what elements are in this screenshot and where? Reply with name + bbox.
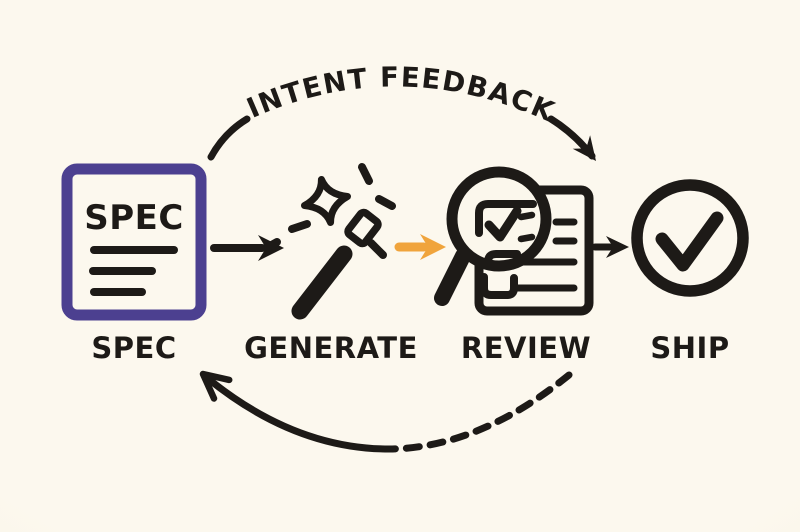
spec-doc-title: SPEC	[84, 198, 184, 238]
magnifier-checklist-icon	[434, 166, 594, 316]
return-arrowhead-icon	[199, 370, 233, 402]
lens-checkbox-corner	[475, 200, 537, 237]
lens-checkbox-bottom	[480, 273, 518, 299]
lens-backdrop	[452, 172, 546, 266]
sparkle-dash	[367, 239, 387, 259]
stage-label-ship: SHIP	[650, 331, 729, 365]
lens-dash	[517, 233, 536, 243]
wand-tip	[344, 208, 382, 248]
arrowhead-icon	[606, 236, 629, 258]
magnifier-handle	[434, 248, 471, 306]
return-feedback-arrow	[199, 370, 573, 453]
lens-dash	[517, 211, 536, 221]
sparkle-dash	[264, 238, 281, 251]
check-circle-icon	[631, 179, 749, 297]
feedback-arc-start-stroke	[207, 115, 251, 161]
arrow-generate-to-review	[394, 234, 446, 260]
ship-circle	[631, 179, 749, 297]
intent-feedback-label: INTENT FEEDBACK	[242, 61, 560, 128]
feedback-arc-arrowhead-icon	[572, 135, 596, 161]
stage-label-review: REVIEW	[461, 331, 591, 365]
ship-check-icon	[655, 211, 724, 272]
stage-label-spec: SPEC	[91, 331, 176, 365]
wand-handle	[291, 245, 353, 320]
sparkle-dash	[288, 220, 311, 233]
stage-label-generate: GENERATE	[244, 331, 418, 365]
return-arrow-dashed-segment	[388, 371, 573, 453]
sparkle-dash	[375, 195, 396, 210]
return-arrow-solid-segment	[202, 373, 396, 453]
sparkle-star-icon	[300, 175, 352, 227]
magic-wand-icon	[264, 163, 396, 320]
lens-check-icon	[484, 206, 522, 242]
spec-box	[61, 163, 207, 321]
spec-document-icon: SPEC	[61, 163, 207, 321]
arrowhead-icon	[420, 234, 446, 260]
magnifier-lens	[446, 166, 552, 272]
sparkle-dash	[358, 163, 373, 185]
arrow-review-to-ship	[591, 236, 629, 258]
